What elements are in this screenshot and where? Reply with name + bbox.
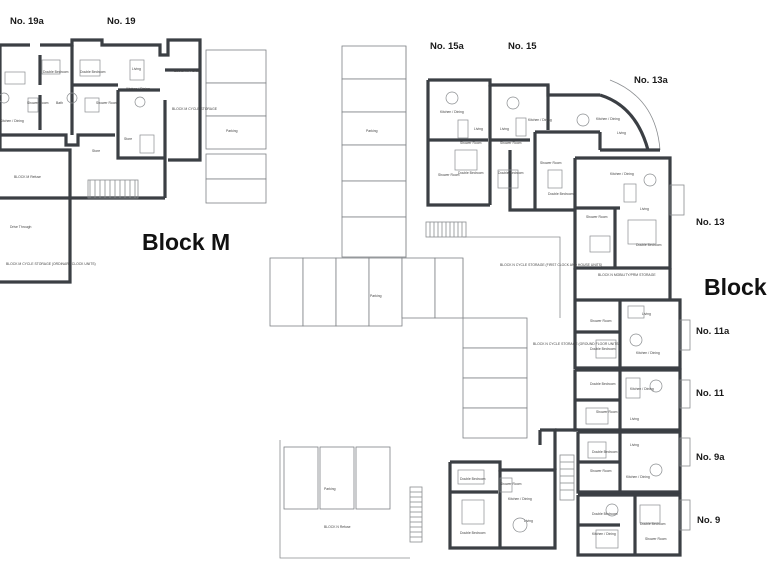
unit-label-13a: No. 13a [634, 75, 669, 86]
unit-label-11: No. 11 [696, 388, 725, 399]
room-label: BLOCK M CYCLE STORAGE (ORDINARY CLOCK UN… [6, 262, 96, 266]
unit-label-11a: No. 11a [696, 326, 730, 337]
room-label: Double Bedroom [458, 171, 484, 175]
room-label: Shower Room [500, 482, 522, 486]
room-label: BLOCK N CYCLE STORAGE (GROUND FLOOR UNIT… [533, 342, 620, 346]
room-label: Parking [366, 129, 378, 133]
room-label: Shower Room [460, 141, 482, 145]
room-label: BLOCK N CYCLE STORAGE (FIRST CLOCK AND H… [500, 263, 602, 267]
room-label: Shower Room [500, 141, 522, 145]
room-label: Kitchen / Dining [630, 387, 654, 391]
parking-bays [205, 45, 561, 559]
room-label: Double Bedroom [80, 70, 106, 74]
room-label: Parking [226, 129, 238, 133]
unit-label-15a: No. 15a [430, 41, 465, 52]
room-label: Living [630, 417, 639, 421]
unit-label-9a: No. 9a [696, 452, 725, 463]
room-label: Double Bedroom [592, 450, 618, 454]
block-m-label: Block M [142, 229, 230, 255]
room-label: Double Bedroom [43, 70, 69, 74]
room-label: Shower Room [96, 101, 118, 105]
room-label: Drive Through [10, 225, 32, 229]
room-label: Store [124, 137, 132, 141]
unit-label-9: No. 9 [697, 515, 720, 526]
room-label: Living [474, 127, 483, 131]
room-label: Kitchen / Dining [596, 117, 620, 121]
room-label: Bath [56, 101, 63, 105]
unit-label-19: No. 19 [107, 16, 136, 27]
room-label: Parking [370, 294, 382, 298]
room-label: Kitchen / Dining [610, 172, 634, 176]
room-label: BLOCK N MOBILITY/PRM STORAGE [598, 273, 656, 277]
room-label: Kitchen / Dining [626, 475, 650, 479]
room-label: Living [630, 443, 639, 447]
room-label: Double Bedroom [548, 192, 574, 196]
room-label: Shower Room [27, 101, 49, 105]
room-label: Shower Room [645, 537, 667, 541]
room-label: Double Bedroom [460, 477, 486, 481]
room-label: Shower Room [590, 469, 612, 473]
room-label: Kitchen / Dining [0, 119, 24, 123]
room-label: Living [642, 312, 651, 316]
room-label: Living [524, 519, 533, 523]
room-label: Double Bedroom [460, 531, 486, 535]
room-label: Kitchen / Dining [440, 110, 464, 114]
room-label: BLOCK M CYCLE STORAGE [172, 107, 218, 111]
room-label: Shower Room [586, 215, 608, 219]
room-label: Double Bedroom [636, 243, 662, 247]
room-label: BLOCK M Refuse [174, 69, 201, 73]
room-label: Kitchen / Dining [592, 532, 616, 536]
room-label: Shower Room [590, 319, 612, 323]
room-label: Shower Room [438, 173, 460, 177]
room-label: Shower Room [596, 410, 618, 414]
room-label: BLOCK M Refuse [14, 175, 41, 179]
block-labels: Block M Block N [142, 229, 768, 300]
block-n-label: Block N [704, 274, 768, 300]
unit-label-19a: No. 19a [10, 16, 45, 27]
room-label: Living [617, 131, 626, 135]
unit-numbers: No. 19a No. 19 No. 15a No. 15 No. 13a No… [10, 16, 730, 526]
room-label: Double Bedroom [590, 347, 616, 351]
unit-label-13: No. 13 [696, 217, 725, 228]
unit-label-15: No. 15 [508, 41, 537, 52]
room-label: Store [92, 149, 100, 153]
room-label: Double Bedroom [640, 522, 666, 526]
room-label: BLOCK N Refuse [324, 525, 351, 529]
room-label: Parking [324, 487, 336, 491]
block-n-building: Kitchen / Dining Kitchen / Dining Living… [324, 78, 691, 557]
room-label: Double Bedroom [592, 512, 618, 516]
room-label: Double Bedroom [498, 171, 524, 175]
room-label: Living [132, 67, 141, 71]
room-label: Kitchen / Dining [126, 87, 150, 91]
room-label: Shower Room [540, 161, 562, 165]
room-label: Living [640, 207, 649, 211]
room-label: Double Bedroom [590, 382, 616, 386]
room-label: Living [500, 127, 509, 131]
block-m-building: Double Bedroom Double Bedroom Shower Roo… [0, 38, 238, 284]
room-label: Kitchen / Dining [636, 351, 660, 355]
room-label: Kitchen / Dining [528, 118, 552, 122]
room-label: Kitchen / Dining [508, 497, 532, 501]
